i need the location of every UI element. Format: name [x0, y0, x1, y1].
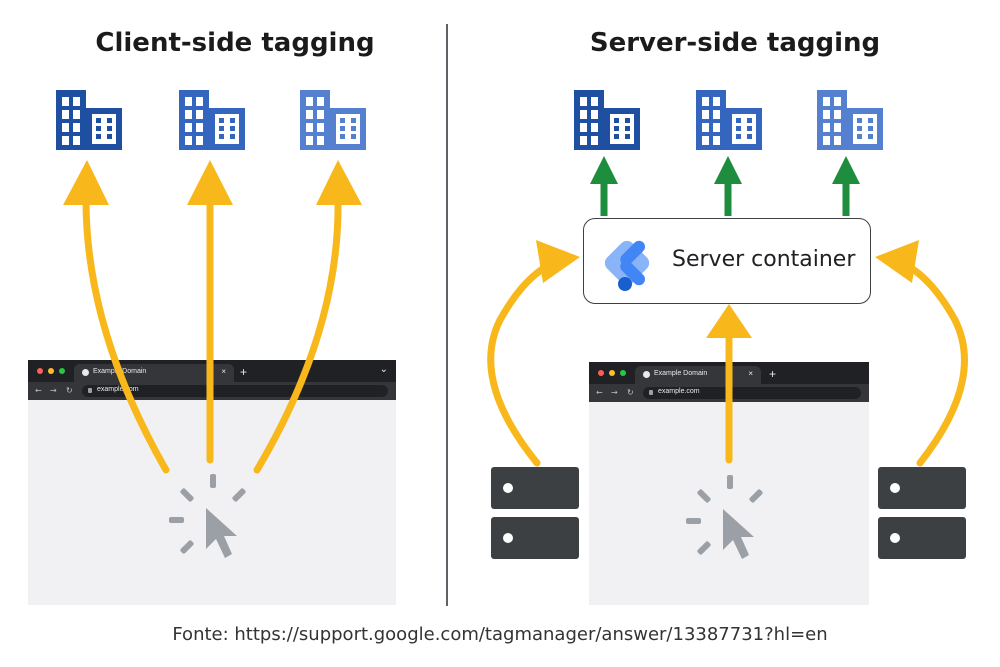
server-side-title: Server-side tagging: [589, 28, 881, 58]
new-tab-button[interactable]: +: [240, 365, 248, 379]
arrowhead: [706, 304, 752, 338]
url-text: example.com: [658, 388, 700, 395]
vendor-building-icon: [179, 90, 245, 150]
tab-close-button[interactable]: ×: [748, 369, 753, 378]
window-close-dot[interactable]: [598, 370, 604, 376]
back-arrow-icon[interactable]: ←: [596, 388, 603, 397]
click-cursor-icon: [686, 475, 764, 559]
panel-divider: [446, 24, 448, 606]
reload-icon[interactable]: ↻: [627, 388, 634, 397]
gtm-logo-icon: [604, 240, 650, 291]
click-cursor-icon: [169, 474, 247, 558]
server-led: [503, 533, 513, 543]
server-led: [890, 483, 900, 493]
source-caption: Fonte: https://support.google.com/tagman…: [172, 624, 828, 645]
lock-icon: [649, 390, 653, 395]
server-rack-to-container-arrow: [487, 258, 559, 467]
arrowhead: [316, 160, 362, 205]
lock-icon: [88, 388, 92, 393]
arrowhead: [187, 160, 233, 205]
arrowhead: [63, 160, 109, 205]
forward-arrow-icon[interactable]: →: [611, 388, 618, 397]
window-maximize-dot[interactable]: [620, 370, 626, 376]
arrowhead: [832, 156, 860, 184]
chevron-down-icon[interactable]: ⌄: [379, 364, 388, 375]
new-tab-button[interactable]: +: [769, 367, 777, 381]
vendor-building-icon: [817, 90, 883, 150]
window-minimize-dot[interactable]: [48, 368, 54, 374]
server-container-label: Server container: [672, 247, 856, 272]
tab-title: Example Domain: [654, 370, 708, 377]
vendor-building-icon: [696, 90, 762, 150]
url-field[interactable]: example.com: [643, 387, 861, 399]
window-maximize-dot[interactable]: [59, 368, 65, 374]
arrowhead: [875, 240, 919, 283]
reload-icon[interactable]: ↻: [66, 386, 73, 395]
server-container-box: Server container: [583, 218, 871, 304]
client-arrow-left: [82, 196, 170, 474]
server-unit: [491, 517, 579, 559]
globe-icon: [643, 371, 650, 378]
client-arrow-right: [253, 196, 342, 474]
window-minimize-dot[interactable]: [609, 370, 615, 376]
server-unit: [878, 467, 966, 509]
vendor-building-icon: [574, 90, 640, 150]
vendor-building-icon: [56, 90, 122, 150]
back-arrow-icon[interactable]: ←: [35, 386, 42, 395]
server-unit: [491, 467, 579, 509]
server-led: [890, 533, 900, 543]
server-unit: [878, 517, 966, 559]
client-side-title: Client-side tagging: [95, 28, 375, 58]
window-close-dot[interactable]: [37, 368, 43, 374]
vendor-building-icon: [300, 90, 366, 150]
arrowhead: [714, 156, 742, 184]
url-field[interactable]: example.com: [82, 385, 388, 397]
server-rack-to-container-arrow: [896, 258, 968, 467]
arrowhead: [536, 240, 580, 283]
url-text: example.com: [97, 386, 139, 393]
arrowhead: [590, 156, 618, 184]
server-led: [503, 483, 513, 493]
globe-icon: [82, 369, 89, 376]
tab-close-button[interactable]: ×: [221, 367, 226, 376]
forward-arrow-icon[interactable]: →: [50, 386, 57, 395]
